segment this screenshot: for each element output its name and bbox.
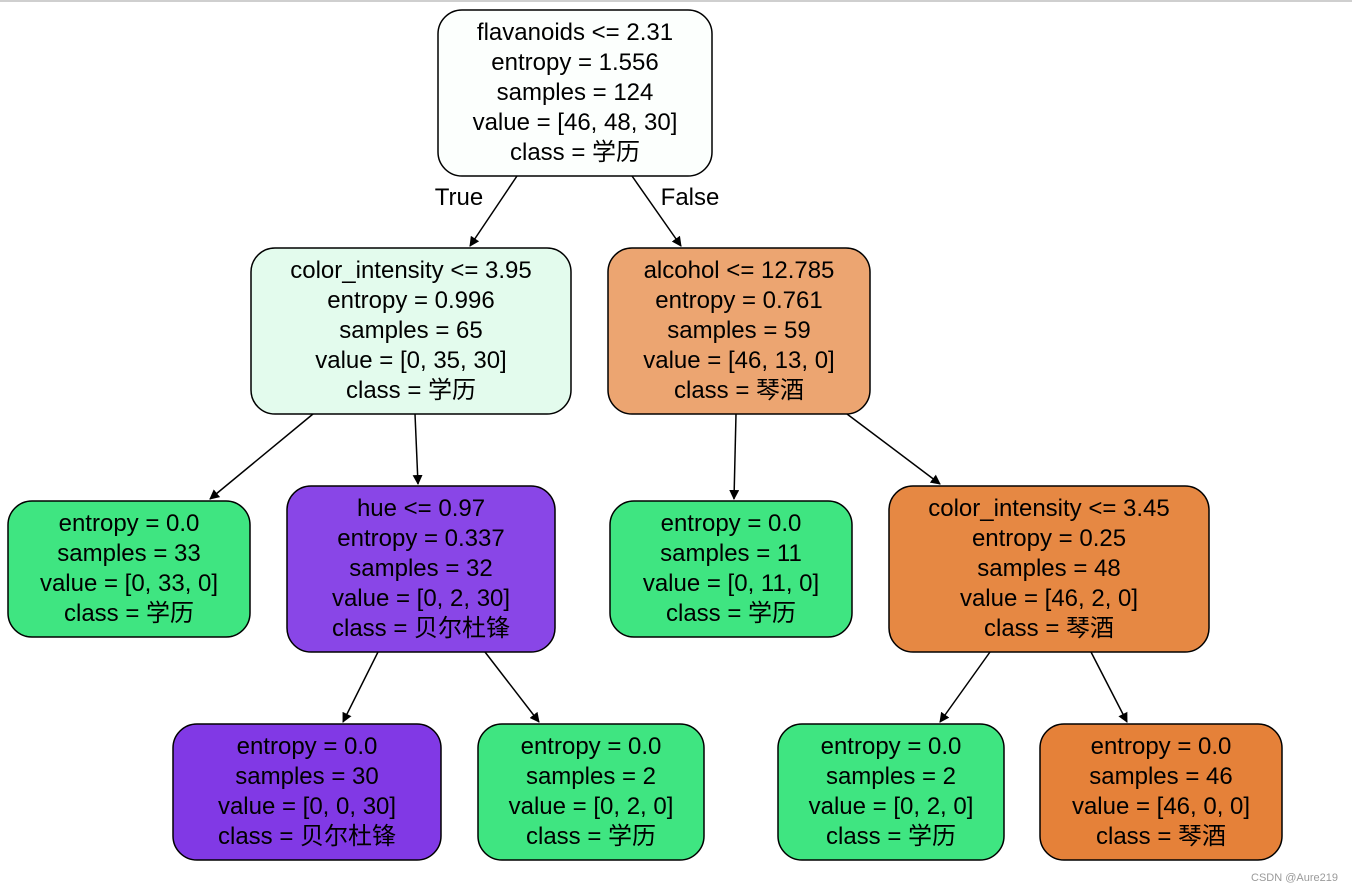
node-line-n7-1: samples = 30	[235, 763, 378, 790]
node-line-n10-0: entropy = 0.0	[1091, 733, 1232, 760]
edge-arrow-n6-n10	[1090, 651, 1128, 723]
node-line-n8-0: entropy = 0.0	[521, 733, 662, 760]
node-line-n2-1: entropy = 0.761	[655, 287, 822, 314]
node-line-n7-2: value = [0, 0, 30]	[218, 793, 396, 820]
edge-arrow-n1-n3	[209, 413, 314, 500]
node-line-n4-3: value = [0, 2, 30]	[332, 585, 510, 612]
node-line-n10-1: samples = 46	[1089, 763, 1232, 790]
node-line-n4-4: class = 贝尔杜锋	[332, 615, 510, 642]
node-line-n1-0: color_intensity <= 3.95	[290, 257, 532, 284]
node-box-n9	[777, 723, 1005, 861]
node-line-root-3: value = [46, 48, 30]	[473, 109, 678, 136]
edge-arrow-n1-n4	[412, 413, 423, 485]
tree-node-n10: entropy = 0.0 samples = 46 value = [46, 0,…	[1039, 723, 1283, 861]
node-line-n9-1: samples = 2	[826, 763, 956, 790]
node-line-n10-3: class = 琴酒	[1096, 823, 1226, 850]
node-line-n5-1: samples = 11	[660, 540, 802, 567]
node-box-n1	[250, 247, 572, 415]
node-line-n8-2: value = [0, 2, 0]	[509, 793, 674, 820]
node-line-n7-0: entropy = 0.0	[237, 733, 378, 760]
node-line-n10-2: value = [46, 0, 0]	[1072, 793, 1250, 820]
node-box-n6	[888, 485, 1210, 653]
tree-node-n5: entropy = 0.0 samples = 11 value = [0, 11,…	[609, 500, 853, 638]
node-line-n5-0: entropy = 0.0	[661, 510, 802, 537]
node-line-n1-1: entropy = 0.996	[327, 287, 494, 314]
node-line-n9-3: class = 学历	[826, 823, 956, 850]
tree-node-root: flavanoids <= 2.31 entropy = 1.556 samples…	[437, 9, 713, 177]
edge-arrow-n2-n5	[729, 413, 740, 500]
node-line-n4-2: samples = 32	[349, 555, 492, 582]
node-line-n5-3: class = 学历	[666, 600, 796, 627]
node-line-n1-4: class = 学历	[346, 377, 476, 404]
node-box-n8	[477, 723, 705, 861]
node-line-n8-3: class = 学历	[526, 823, 656, 850]
node-line-root-4: class = 学历	[510, 139, 640, 166]
node-box-n7	[172, 723, 442, 861]
node-box-n5	[609, 500, 853, 638]
edge-arrow-root-n2	[631, 175, 682, 247]
node-line-n9-2: value = [0, 2, 0]	[809, 793, 974, 820]
node-line-n6-1: entropy = 0.25	[972, 525, 1126, 552]
node-line-n2-2: samples = 59	[667, 317, 810, 344]
node-line-n3-1: samples = 33	[57, 540, 200, 567]
node-line-n2-4: class = 琴酒	[674, 377, 804, 404]
edge-arrow-n2-n6	[846, 413, 941, 485]
node-line-n1-3: value = [0, 35, 30]	[315, 347, 506, 374]
node-line-n6-0: color_intensity <= 3.45	[928, 495, 1170, 522]
node-line-root-0: flavanoids <= 2.31	[477, 19, 673, 46]
node-line-n4-0: hue <= 0.97	[357, 495, 485, 522]
tree-node-n8: entropy = 0.0 samples = 2 value = [0, 2, 0…	[477, 723, 705, 861]
node-line-n2-0: alcohol <= 12.785	[644, 257, 835, 284]
node-line-n3-2: value = [0, 33, 0]	[40, 570, 218, 597]
node-box-root	[437, 9, 713, 177]
node-line-n9-0: entropy = 0.0	[821, 733, 962, 760]
edge-arrow-root-n1	[469, 175, 518, 247]
watermark-text: CSDN @Aure219	[1251, 872, 1338, 884]
node-line-n6-3: value = [46, 2, 0]	[960, 585, 1138, 612]
tree-node-n7: entropy = 0.0 samples = 30 value = [0, 0, …	[172, 723, 442, 861]
edge-arrow-n6-n9	[939, 651, 991, 723]
node-line-n8-1: samples = 2	[526, 763, 656, 790]
tree-node-n3: entropy = 0.0 samples = 33 value = [0, 33,…	[7, 500, 251, 638]
node-box-n3	[7, 500, 251, 638]
edge-label-false: False	[661, 184, 720, 211]
node-box-n2	[607, 247, 871, 415]
node-box-n10	[1039, 723, 1283, 861]
node-line-root-1: entropy = 1.556	[491, 49, 658, 76]
node-line-n6-2: samples = 48	[977, 555, 1120, 582]
edge-label-true: True	[435, 184, 483, 211]
node-line-n2-3: value = [46, 13, 0]	[643, 347, 834, 374]
tree-node-n1: color_intensity <= 3.95 entropy = 0.996 sa…	[250, 247, 572, 415]
node-line-n5-2: value = [0, 11, 0]	[643, 570, 819, 597]
node-line-root-2: samples = 124	[497, 79, 654, 106]
tree-node-n6: color_intensity <= 3.45 entropy = 0.25 sam…	[888, 485, 1210, 653]
tree-node-n9: entropy = 0.0 samples = 2 value = [0, 2, 0…	[777, 723, 1005, 861]
node-line-n7-3: class = 贝尔杜锋	[218, 823, 396, 850]
tree-node-n4: hue <= 0.97 entropy = 0.337 samples = 32 va…	[286, 485, 556, 653]
node-box-n4	[286, 485, 556, 653]
tree-node-n2: alcohol <= 12.785 entropy = 0.761 samples …	[607, 247, 871, 415]
edge-arrow-n4-n7	[342, 651, 379, 723]
edge-arrow-n4-n8	[484, 651, 540, 723]
node-line-n4-1: entropy = 0.337	[337, 525, 504, 552]
node-line-n3-3: class = 学历	[64, 600, 194, 627]
node-line-n3-0: entropy = 0.0	[59, 510, 200, 537]
node-line-n6-4: class = 琴酒	[984, 615, 1114, 642]
node-line-n1-2: samples = 65	[339, 317, 482, 344]
top-border-line	[0, 0, 1352, 2]
